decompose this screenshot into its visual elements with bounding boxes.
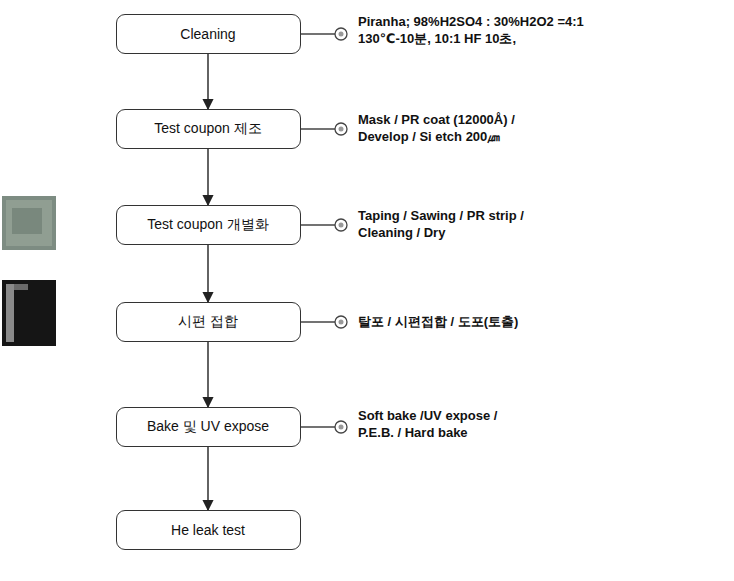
- process-condition-note: 탈포 / 시편접합 / 도포(토출): [358, 314, 618, 331]
- step-label: 시편 접합: [178, 313, 238, 331]
- process-box: Cleaning: [116, 14, 301, 54]
- process-box: He leak test: [116, 510, 301, 550]
- process-condition-note: Mask / PR coat (12000Å) / Develop / Si e…: [358, 112, 563, 146]
- flow-arrow: [207, 245, 208, 302]
- step-label: Test coupon 제조: [154, 120, 261, 138]
- flow-arrow: [207, 149, 208, 205]
- process-box: Test coupon 개별화: [116, 205, 301, 245]
- leader-lines: [300, 28, 347, 433]
- process-box: Test coupon 제조: [116, 109, 301, 149]
- specimen-photo: [2, 196, 56, 250]
- flow-arrow: [207, 342, 208, 407]
- step-label: Cleaning: [180, 26, 235, 42]
- process-box: 시편 접합: [116, 302, 301, 342]
- step-label: Bake 및 UV expose: [147, 418, 269, 436]
- step-label: Test coupon 개별화: [147, 216, 268, 234]
- bonded-specimen-photo: [2, 280, 56, 346]
- process-condition-note: Soft bake /UV expose / P.E.B. / Hard bak…: [358, 408, 533, 442]
- process-condition-note: Piranha; 98%H2SO4 : 30%H2O2 =4:1 130℃-10…: [358, 14, 626, 48]
- flow-arrow: [207, 54, 208, 109]
- flow-arrow: [207, 447, 208, 510]
- process-condition-note: Taping / Sawing / PR strip / Cleaning / …: [358, 208, 573, 242]
- process-box: Bake 및 UV expose: [116, 407, 301, 447]
- step-label: He leak test: [171, 522, 245, 538]
